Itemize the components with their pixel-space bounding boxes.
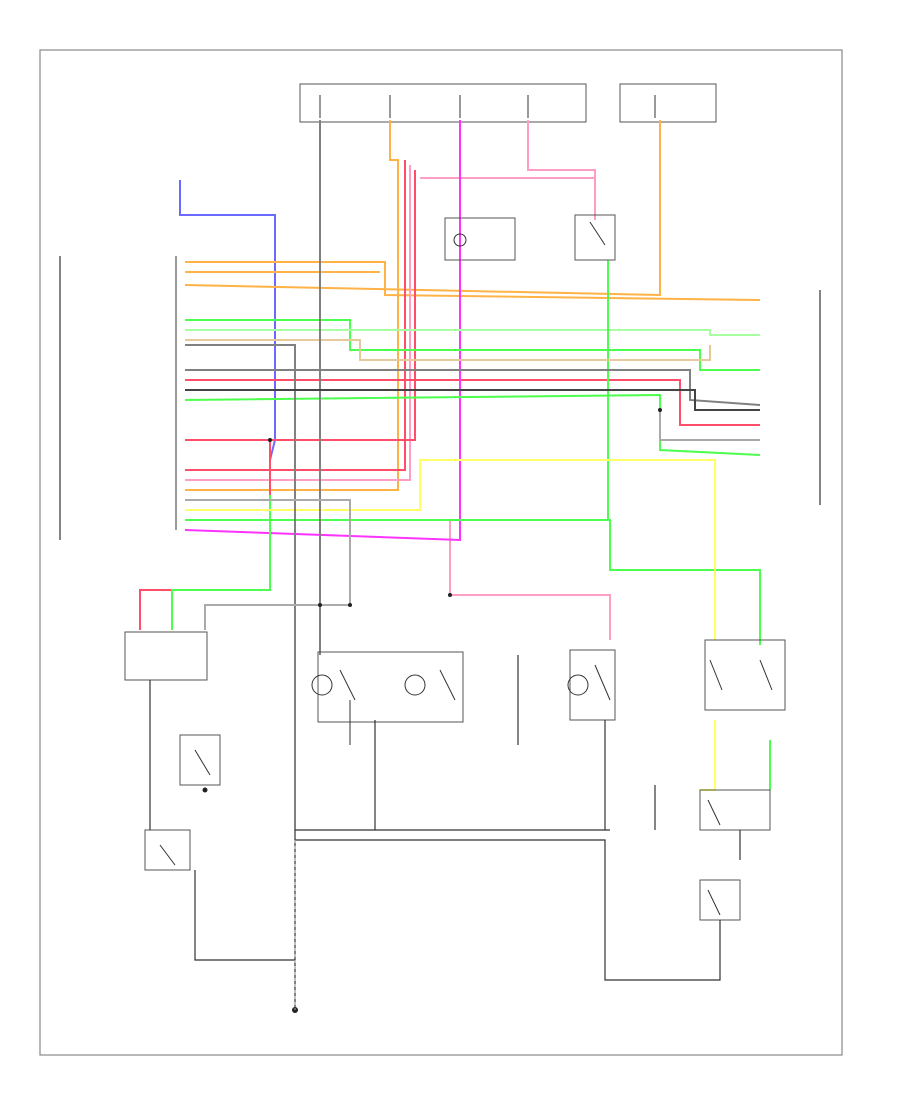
wire-pink-4: [449, 520, 611, 640]
wire-green-2: [185, 519, 761, 645]
wire-harness: [139, 120, 771, 830]
wire-pink-2: [527, 120, 596, 220]
wire-gray-3: [185, 344, 296, 830]
fuse-block: [299, 83, 717, 123]
wire-darkgray: [185, 389, 760, 411]
wire-orange-1: [185, 261, 761, 301]
wire-blue: [179, 180, 276, 461]
tcc-solenoid: [517, 649, 616, 745]
pcm-connector-block: [59, 256, 821, 540]
wire-orange-3: [185, 120, 399, 491]
wire-red-3: [185, 379, 760, 426]
wire-red-1: [185, 160, 406, 471]
vehicle-speed-sensor: [124, 631, 208, 681]
wire-pink-1: [185, 165, 411, 481]
wire-orange-4: [184, 120, 661, 297]
pressure-switch-assembly: [704, 639, 786, 711]
wire-lightgreen: [185, 329, 760, 336]
transmission-range-switch: [144, 829, 191, 871]
ground-bus: [149, 680, 741, 1013]
wire-gray-1: [185, 369, 761, 406]
wire-tan: [185, 339, 711, 361]
brake-switch: [179, 734, 221, 793]
wire-yellow-2: [700, 720, 716, 791]
junction-dots: [268, 408, 662, 607]
pressure-switch-lower: [654, 785, 771, 921]
wire-yellow-1: [185, 459, 716, 640]
wire-green-3: [185, 319, 760, 371]
solenoid-group: [311, 651, 464, 745]
tcc-relay-area: [444, 214, 616, 261]
wire-red-4: [139, 440, 271, 630]
shift-solenoid-a: [311, 674, 333, 696]
wire-gray-5: [659, 410, 760, 441]
diagram-frame: [39, 49, 843, 1056]
wire-green-1: [184, 393, 761, 456]
wire-green-4: [171, 495, 271, 630]
wire-red-2: [185, 170, 416, 441]
shift-solenoid-b: [404, 674, 426, 696]
